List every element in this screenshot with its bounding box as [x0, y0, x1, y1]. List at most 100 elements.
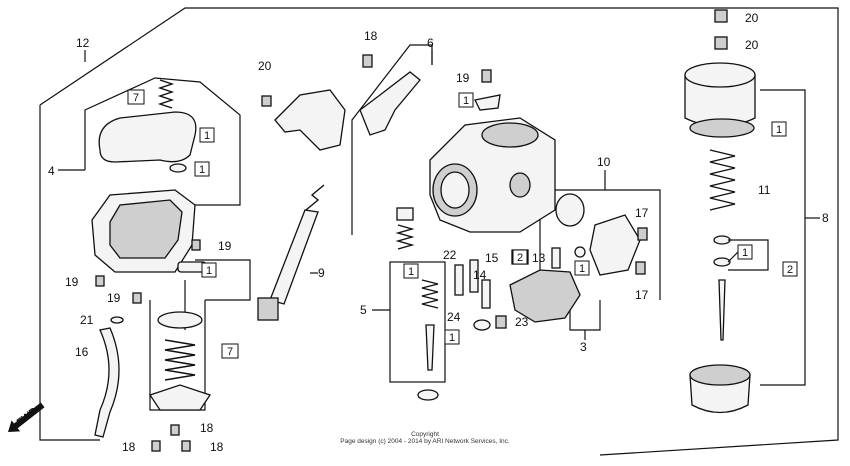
label-18-a: 18: [200, 421, 214, 435]
float-lower-spring: [164, 339, 196, 381]
label-10: 10: [597, 155, 611, 169]
screw-17a: [637, 227, 648, 241]
float-spring: [157, 79, 175, 109]
needle-jet-14: [481, 279, 491, 309]
throttle-cable-end: [257, 297, 279, 321]
label-1-needle: 1: [742, 247, 748, 259]
label-18-c: 18: [210, 440, 224, 454]
label-24: 24: [447, 310, 461, 324]
label-2-needle: 2: [787, 264, 793, 276]
pilot-jet-22: [454, 264, 464, 296]
screw-19a: [95, 275, 105, 287]
label-2-mid: 2: [517, 252, 523, 264]
label-1-body: 1: [463, 95, 469, 107]
group-8-outline: [760, 89, 806, 386]
slide-valve-top: [689, 364, 751, 386]
label-23: 23: [515, 315, 529, 329]
o-ring-10: [574, 246, 586, 258]
label-22: 22: [443, 248, 457, 262]
plug-23: [495, 315, 507, 329]
label-19-left-a: 19: [65, 275, 79, 289]
label-1-drain: 1: [206, 265, 212, 277]
label-20-top-a: 20: [745, 11, 759, 25]
float: [509, 269, 581, 323]
side-screw-port: [509, 172, 531, 198]
label-15: 15: [485, 251, 499, 265]
top-cover-rim: [684, 62, 756, 88]
screw-18-top: [362, 54, 373, 68]
float-valve-seat: [157, 311, 203, 329]
screw-18b: [151, 440, 161, 452]
main-jet-15: [469, 259, 479, 293]
box-2-mid: [512, 249, 528, 265]
label-18-b: 18: [122, 440, 136, 454]
accel-cover: [589, 214, 641, 276]
label-18-top: 18: [364, 29, 378, 43]
label-8: 8: [822, 211, 829, 225]
copyright-line2: Page design (c) 2004 - 2014 by ARI Netwo…: [340, 438, 510, 445]
label-20-linkage: 20: [258, 59, 272, 73]
box-1-jet: [403, 263, 419, 279]
slide-spring: [709, 149, 736, 211]
float-chamber-inner: [109, 199, 183, 259]
label-4: 4: [48, 164, 55, 178]
needle-clip-ring: [713, 235, 731, 245]
box-7-top: [127, 89, 145, 105]
label-5: 5: [360, 303, 367, 317]
box-1-acc: [574, 260, 590, 276]
fuel-hose: [94, 327, 120, 438]
group-6-outline: [351, 44, 433, 235]
box-1-body: [458, 92, 474, 108]
label-12: 12: [76, 36, 90, 50]
group-2-link: [195, 259, 251, 301]
fwd-arrow-icon: [8, 402, 45, 432]
diaphragm-ring: [689, 118, 755, 138]
label-7-lower: 7: [227, 346, 233, 358]
screw-18a: [170, 424, 180, 436]
throttle-cable: [269, 209, 319, 305]
needle-washer: [713, 257, 731, 267]
throttle-bracket: [274, 89, 346, 151]
label-1-oring: 1: [199, 164, 205, 176]
group-4-outline: [84, 77, 241, 206]
throttle-link-arm: [359, 71, 421, 136]
box-1-drain: [201, 262, 217, 278]
top-bore: [481, 122, 539, 148]
assembly-outline-12: [39, 7, 839, 456]
label-6: 6: [427, 36, 434, 50]
box-1-diaphragm: [771, 121, 787, 137]
float-lower-cap: [148, 384, 212, 411]
label-11: 11: [758, 183, 771, 197]
box-1-cover: [199, 127, 215, 143]
screw-20-top-b: [714, 36, 728, 50]
jet-spring-upper: [395, 224, 415, 250]
label-1-jet: 1: [408, 266, 414, 278]
group-5-box: [389, 261, 446, 383]
label-16: 16: [75, 345, 89, 359]
label-1-acc: 1: [579, 263, 585, 275]
box-1-bottom: [444, 329, 460, 345]
label-20-top-b: 20: [745, 38, 759, 52]
label-17-a: 17: [635, 206, 649, 220]
screw-19b: [132, 292, 142, 304]
label-13: 13: [532, 251, 546, 265]
copyright-line1: Copyright: [411, 431, 439, 438]
screw-19c: [191, 239, 201, 251]
part-13-pin: [551, 247, 561, 269]
label-1-bottom: 1: [449, 332, 455, 344]
jet-needle: [425, 324, 435, 371]
float-chamber-gasket: [98, 111, 197, 163]
screw-20-top-a: [714, 9, 728, 23]
jet-needle-long: [718, 279, 726, 341]
label-21: 21: [80, 313, 94, 327]
label-1-diaphragm: 1: [776, 124, 782, 136]
label-9: 9: [318, 266, 325, 280]
o-ring-small: [169, 163, 187, 173]
label-19-left-b: 19: [107, 291, 121, 305]
label-17-b: 17: [635, 288, 649, 302]
label-14: 14: [473, 268, 487, 282]
washer-24: [473, 319, 491, 331]
screw-17b: [635, 261, 646, 275]
box-1-oring: [194, 161, 210, 177]
